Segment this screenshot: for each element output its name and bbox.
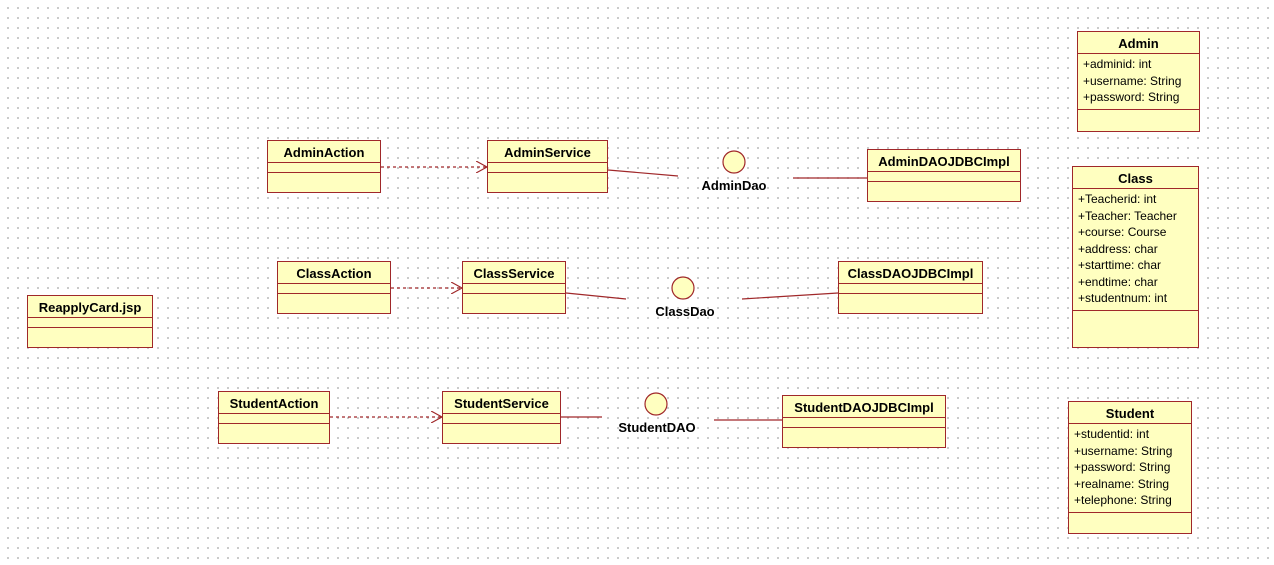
- class-classaction-operations: [278, 294, 390, 313]
- class-adminaction-name: AdminAction: [268, 141, 380, 163]
- class-adminaction[interactable]: AdminAction: [267, 140, 381, 193]
- class-studentservice-name: StudentService: [443, 392, 560, 414]
- class-studentdaojdbcimpl-name: StudentDAOJDBCImpl: [783, 396, 945, 418]
- class-class-operations: [1073, 311, 1198, 348]
- attribute-adminid: +adminid: int: [1083, 57, 1152, 71]
- attribute-password: +password: String: [1074, 460, 1171, 474]
- class-adminservice-name: AdminService: [488, 141, 607, 163]
- class-classdaojdbcimpl-operations: [839, 294, 982, 313]
- class-studentservice-operations: [443, 424, 560, 443]
- attribute-course: +course: Course: [1078, 225, 1167, 239]
- class-adminservice[interactable]: AdminService: [487, 140, 608, 193]
- class-admin-name: Admin: [1078, 32, 1199, 54]
- class-class[interactable]: Class +Teacherid: int +Teacher: Teacher …: [1072, 166, 1199, 348]
- class-classservice-operations: [463, 294, 565, 313]
- attribute-teacher: +Teacher: Teacher: [1078, 208, 1177, 223]
- attribute-password: +password: String: [1083, 90, 1180, 104]
- class-admindaojdbcimpl-operations: [868, 182, 1020, 201]
- attribute-starttime: +starttime: char: [1078, 258, 1162, 272]
- class-studentservice[interactable]: StudentService: [442, 391, 561, 444]
- interface-classdao-label: ClassDao: [655, 304, 715, 319]
- class-classservice-attributes: [463, 284, 565, 294]
- attribute-endtime: +endtime: char: [1078, 274, 1158, 289]
- class-studentdaojdbcimpl[interactable]: StudentDAOJDBCImpl: [782, 395, 946, 448]
- class-class-name: Class: [1073, 167, 1198, 189]
- class-class-attributes: +Teacherid: int +Teacher: Teacher +cours…: [1073, 189, 1198, 311]
- class-student-operations: [1069, 513, 1191, 534]
- class-admin-attributes: +adminid: int +username: String +passwor…: [1078, 54, 1199, 110]
- interface-admindao-label: AdminDao: [701, 178, 767, 193]
- association-classservice-classdao[interactable]: [565, 292, 627, 300]
- class-adminservice-attributes: [488, 163, 607, 173]
- attribute-teacherid: +Teacherid: int: [1078, 192, 1157, 206]
- class-classdaojdbcimpl[interactable]: ClassDAOJDBCImpl: [838, 261, 983, 314]
- class-studentaction[interactable]: StudentAction: [218, 391, 330, 444]
- class-classdaojdbcimpl-attributes: [839, 284, 982, 294]
- class-classservice-name: ClassService: [463, 262, 565, 284]
- class-admin-operations: [1078, 110, 1199, 132]
- attribute-address: +address: char: [1078, 241, 1158, 256]
- interface-admindao-icon[interactable]: [722, 150, 746, 174]
- class-admindaojdbcimpl-attributes: [868, 172, 1020, 182]
- attribute-username: +username: String: [1083, 73, 1182, 88]
- class-adminaction-attributes: [268, 163, 380, 173]
- class-studentaction-name: StudentAction: [219, 392, 329, 414]
- association-adminservice-admindao[interactable]: [607, 169, 679, 177]
- class-classaction-attributes: [278, 284, 390, 294]
- class-reapplycard-jsp-attributes: [28, 318, 152, 328]
- class-reapplycard-jsp-operations: [28, 328, 152, 347]
- class-adminservice-operations: [488, 173, 607, 192]
- realization-classdaoimpl-classdao[interactable]: [741, 292, 839, 300]
- class-student-name: Student: [1069, 402, 1191, 424]
- interface-studentdao-label: StudentDAO: [618, 420, 696, 435]
- class-admin[interactable]: Admin +adminid: int +username: String +p…: [1077, 31, 1200, 132]
- class-admindaojdbcimpl-name: AdminDAOJDBCImpl: [868, 150, 1020, 172]
- class-reapplycard-jsp-name: ReapplyCard.jsp: [28, 296, 152, 318]
- class-admindaojdbcimpl[interactable]: AdminDAOJDBCImpl: [867, 149, 1021, 202]
- class-studentservice-attributes: [443, 414, 560, 424]
- class-reapplycard-jsp[interactable]: ReapplyCard.jsp: [27, 295, 153, 348]
- class-studentdaojdbcimpl-attributes: [783, 418, 945, 428]
- class-studentaction-operations: [219, 424, 329, 443]
- attribute-studentnum: +studentnum: int: [1078, 291, 1168, 305]
- class-student-attributes: +studentid: int +username: String +passw…: [1069, 424, 1191, 513]
- class-studentdaojdbcimpl-operations: [783, 428, 945, 447]
- interface-classdao-icon[interactable]: [671, 276, 695, 300]
- attribute-username: +username: String: [1074, 443, 1173, 458]
- class-classaction-name: ClassAction: [278, 262, 390, 284]
- attribute-realname: +realname: String: [1074, 476, 1170, 491]
- class-student[interactable]: Student +studentid: int +username: Strin…: [1068, 401, 1192, 534]
- attribute-telephone: +telephone: String: [1074, 493, 1172, 507]
- class-adminaction-operations: [268, 173, 380, 192]
- class-classservice[interactable]: ClassService: [462, 261, 566, 314]
- class-classaction[interactable]: ClassAction: [277, 261, 391, 314]
- attribute-studentid: +studentid: int: [1074, 427, 1150, 441]
- interface-studentdao-icon[interactable]: [644, 392, 668, 416]
- class-classdaojdbcimpl-name: ClassDAOJDBCImpl: [839, 262, 982, 284]
- class-studentaction-attributes: [219, 414, 329, 424]
